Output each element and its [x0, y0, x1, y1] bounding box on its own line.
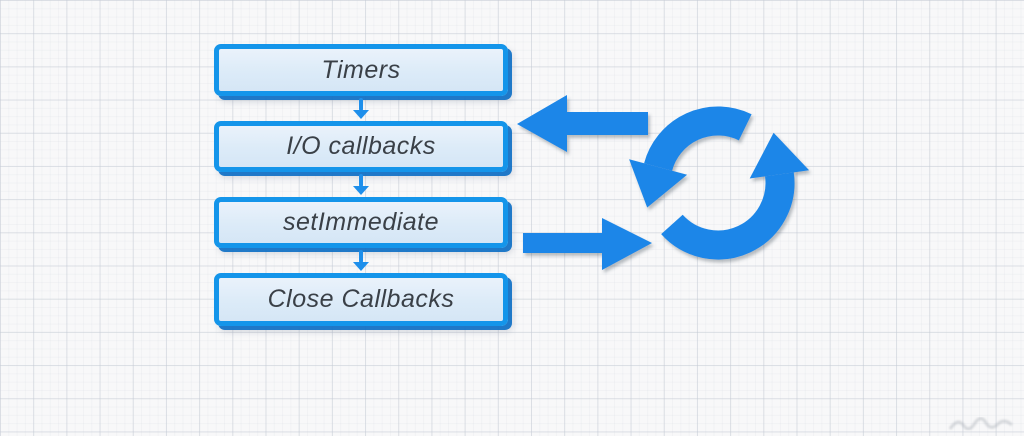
- flow-box-io-callbacks: I/O callbacks: [214, 121, 508, 172]
- right-arrow-icon: [523, 218, 652, 270]
- down-arrow-icon: [353, 98, 369, 119]
- flow-box-label: I/O callbacks: [286, 132, 436, 160]
- watermark-smudge: [948, 417, 1013, 431]
- down-arrow-icon: [353, 174, 369, 195]
- sync-loop-down-arrowhead: [629, 159, 688, 208]
- down-arrow-head: [353, 186, 369, 195]
- sync-loop-top-arc: [644, 106, 752, 172]
- flow-box-label: Close Callbacks: [267, 285, 455, 313]
- flow-box-timers: Timers: [214, 44, 508, 96]
- left-arrow-icon: [517, 95, 648, 152]
- down-arrow-shaft: [359, 250, 363, 263]
- down-arrow-head: [353, 262, 369, 271]
- flow-box-label: Timers: [321, 55, 401, 84]
- down-arrow-icon: [353, 250, 369, 271]
- sync-loop-bottom-arc: [661, 172, 795, 260]
- sync-loop-icon: [629, 106, 810, 260]
- down-arrow-head: [353, 110, 369, 119]
- flow-box-setimmediate: setImmediate: [214, 197, 508, 248]
- flow-box-close-callbacks: Close Callbacks: [214, 273, 508, 326]
- flow-box-label: setImmediate: [282, 208, 440, 236]
- sync-loop-up-arrowhead: [749, 132, 810, 179]
- down-arrow-shaft: [359, 174, 363, 187]
- down-arrow-shaft: [359, 98, 363, 111]
